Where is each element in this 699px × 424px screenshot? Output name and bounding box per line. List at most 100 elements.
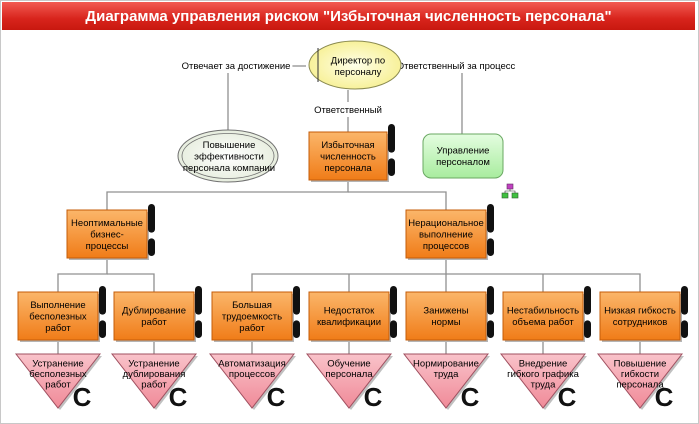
- cause-l2-node-1[interactable]: [113, 291, 195, 341]
- cause-l2-node-0-upper-handle: [99, 286, 106, 315]
- cause-l2-node-2[interactable]: [211, 291, 293, 341]
- cause-l2-node-0[interactable]: [17, 291, 99, 341]
- cause-l1-node-0[interactable]: [66, 209, 148, 259]
- cause-l2-node-2-lower-handle: [293, 320, 300, 338]
- measure-label-6-line: персонала: [616, 379, 664, 390]
- measure-label-0-line: работ: [45, 379, 71, 390]
- root-risk-node-label-line: персонала: [324, 163, 372, 174]
- measure-label-1-line: работ: [141, 379, 167, 390]
- root-risk-node-lower-handle: [388, 158, 395, 176]
- cause-l1-node-0-label-line: бизнес-: [90, 229, 124, 240]
- edge-director-process: [400, 65, 463, 136]
- director-label-line: персоналу: [335, 67, 382, 78]
- cause-l2-node-2-label-line: трудоемкость: [222, 311, 282, 322]
- cause-l2-node-1-label-line: Дублирование: [122, 306, 186, 317]
- measure-node-6[interactable]: [596, 353, 684, 409]
- cause-l2-node-5-label-line: объема работ: [512, 317, 574, 328]
- edge-label-responsible: Ответственный: [314, 105, 382, 116]
- measure-mark-icon-2: C: [267, 382, 286, 412]
- cause-l2-node-6-upper-handle: [681, 286, 688, 315]
- edge-label-achieve-bg: [179, 60, 293, 73]
- measure-label-0-line: Устранение: [32, 358, 83, 369]
- measure-label-4-line: Нормирование: [413, 358, 479, 369]
- cause-l2-node-3-label-line: Недостаток: [324, 306, 375, 317]
- measure-mark-icon-3: C: [364, 382, 383, 412]
- cause-l1-node-1-lower-handle: [487, 238, 494, 256]
- process-node[interactable]: [422, 133, 504, 179]
- edge-root-right: [348, 191, 447, 210]
- cause-l2-node-4-lower-handle: [487, 320, 494, 338]
- measure-node-2[interactable]: [208, 353, 296, 409]
- cause-l1-node-1[interactable]: [405, 209, 487, 259]
- cause-l2-node-2-label-line: работ: [239, 323, 265, 334]
- cause-l2-node-3-lower-handle: [390, 320, 397, 338]
- measure-label-5-line: Внедрение: [519, 358, 568, 369]
- root-risk-node[interactable]: [308, 131, 388, 181]
- measure-label-5-line: гибкого графика: [507, 369, 579, 380]
- measure-label-3-line: Обучение: [327, 358, 370, 369]
- edge-label-responsible-bg: [312, 104, 384, 117]
- process-label-line: Управление: [437, 146, 490, 157]
- cause-l2-node-4-label-line: Занижены: [423, 306, 468, 317]
- hierarchy-icon-top: [506, 183, 514, 190]
- measure-node-4[interactable]: [402, 353, 490, 409]
- cause-l2-node-5-upper-handle: [584, 286, 591, 315]
- measure-label-0-line: бесполезных: [29, 369, 87, 380]
- cause-l1-node-1-label-line: выполнение: [419, 229, 473, 240]
- goal-node[interactable]: [177, 129, 279, 183]
- measure-mark-icon-5: C: [558, 382, 577, 412]
- cause-l1-node-1-label-line: процессов: [423, 241, 469, 252]
- measure-label-1-line: Устранение: [128, 358, 179, 369]
- measure-label-5-line: труда: [531, 379, 557, 390]
- cause-l2-node-0-label-line: работ: [45, 323, 71, 334]
- measure-label-3-line: персонала: [325, 369, 373, 380]
- cause-l2-node-1-label-line: работ: [141, 317, 167, 328]
- measure-node-5[interactable]: [499, 353, 587, 409]
- edge-root-left: [106, 180, 349, 210]
- goal-label-line: персонала компании: [183, 163, 275, 174]
- root-risk-node-upper-handle: [388, 124, 395, 153]
- cause-l2-node-1-lower-handle: [195, 320, 202, 338]
- measure-mark-icon-0: C: [73, 382, 92, 412]
- director-node[interactable]: [308, 40, 402, 90]
- cause-l1-node-0-lower-handle: [148, 238, 155, 256]
- edge-l1a-b: [107, 273, 155, 292]
- measure-node-0[interactable]: [14, 353, 102, 409]
- cause-l2-node-2-label-line: Большая: [232, 300, 272, 311]
- measure-node-3[interactable]: [305, 353, 393, 409]
- cause-l2-node-2-upper-handle: [293, 286, 300, 315]
- cause-l1-node-1-upper-handle: [487, 204, 494, 233]
- cause-l2-node-4[interactable]: [405, 291, 487, 341]
- edge-label-process: Ответственный за процесс: [397, 61, 516, 72]
- cause-l2-node-0-label-line: бесполезных: [29, 311, 87, 322]
- cause-l2-node-6-label-line: Низкая гибкость: [604, 306, 676, 317]
- cause-l2-node-3[interactable]: [308, 291, 390, 341]
- measure-label-2-line: процессов: [229, 369, 275, 380]
- diagram-title: Диаграмма управления риском "Избыточная …: [2, 2, 695, 30]
- cause-l2-node-4-upper-handle: [487, 286, 494, 315]
- cause-l2-node-5[interactable]: [502, 291, 584, 341]
- measure-label-6-line: Повышение: [614, 358, 667, 369]
- process-label-line: персоналом: [436, 157, 490, 168]
- cause-l1-node-0-upper-handle: [148, 204, 155, 233]
- cause-l2-node-4-label-line: нормы: [431, 317, 460, 328]
- cause-l2-node-6-label-line: сотрудников: [613, 317, 668, 328]
- cause-l2-node-6[interactable]: [599, 291, 681, 341]
- measure-node-1[interactable]: [110, 353, 198, 409]
- cause-l2-node-1-upper-handle: [195, 286, 202, 315]
- hierarchy-icon[interactable]: [501, 183, 519, 199]
- hierarchy-icon-link-left: [504, 189, 511, 193]
